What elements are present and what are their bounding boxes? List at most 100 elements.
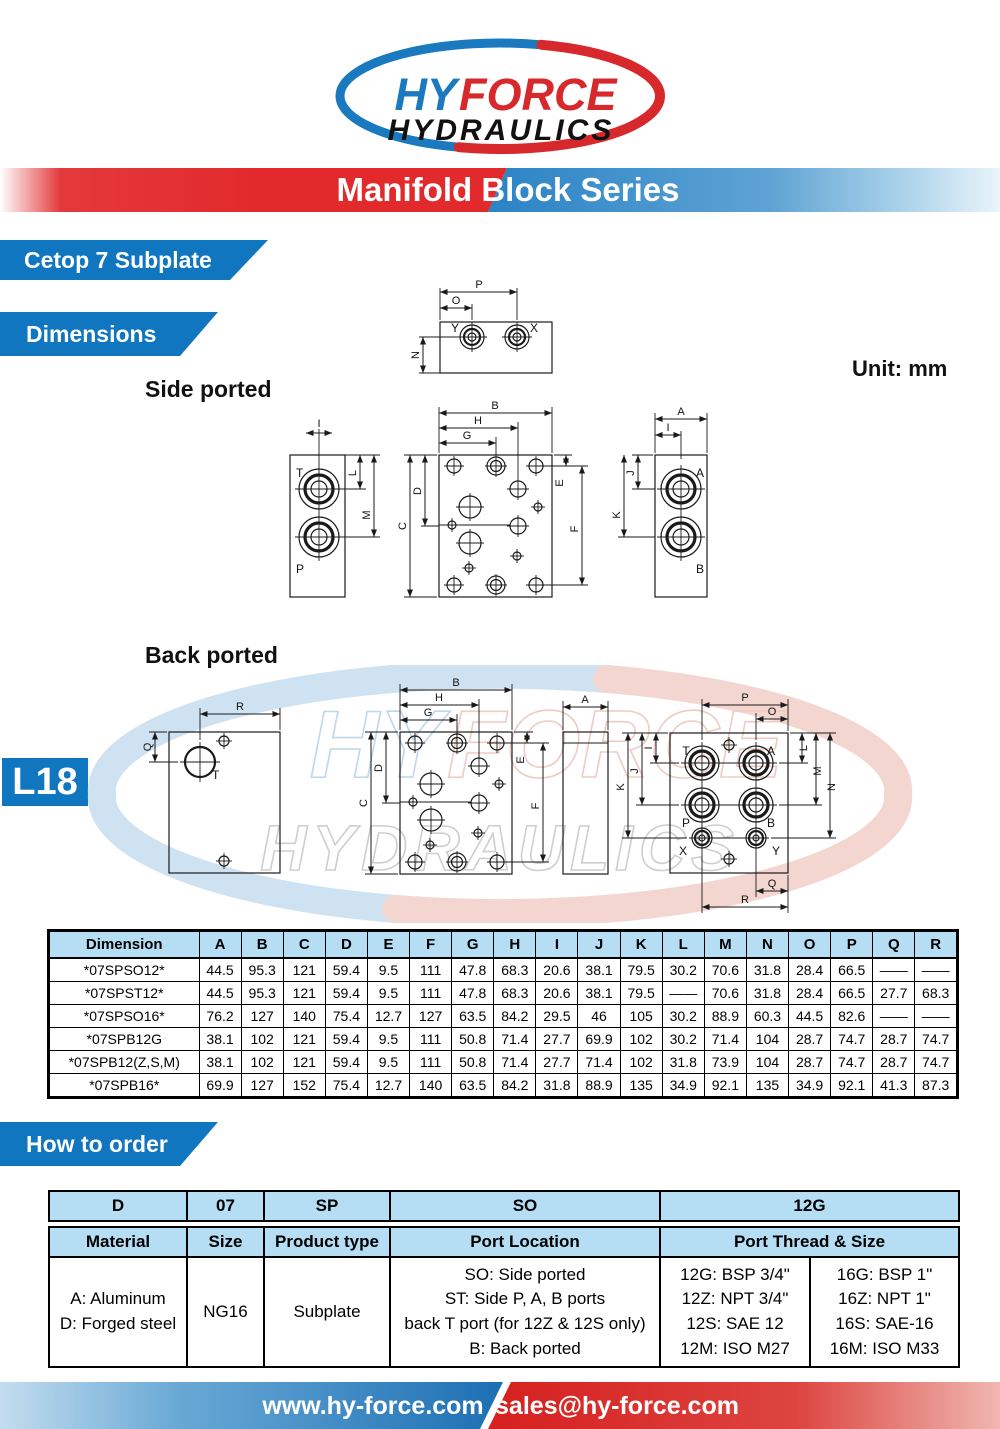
port-label-x: X xyxy=(679,844,687,858)
column-header: A xyxy=(198,930,242,959)
order-header-cell: Material xyxy=(48,1226,188,1258)
order-header-cell: Port Thread & Size xyxy=(658,1226,961,1258)
dimension-value: 44.5 xyxy=(788,1004,832,1028)
port-label-p: P xyxy=(296,562,304,576)
dimension-value: 63.5 xyxy=(451,1073,495,1098)
dimension-value: 102 xyxy=(240,1050,284,1074)
logo-text-force: FORCE xyxy=(459,69,618,120)
dimension-value: 27.7 xyxy=(535,1050,579,1074)
text-line: A: Aluminum xyxy=(70,1289,166,1309)
section-ribbon-how-to-order: How to order xyxy=(0,1122,218,1166)
dimension-value: 28.4 xyxy=(788,981,832,1005)
text-line: ST: Side P, A, B ports xyxy=(444,1289,606,1309)
banner-title: Manifold Block Series xyxy=(337,171,680,208)
dim-label-h: H xyxy=(435,692,443,704)
unit-label: Unit: mm xyxy=(852,356,948,381)
dimension-value: 140 xyxy=(282,1004,326,1028)
dimension-value: 38.1 xyxy=(577,981,621,1005)
section-ribbon-cetop: Cetop 7 Subplate xyxy=(0,240,268,280)
side-ported-views-drawing: I L M T P B H G C D E F xyxy=(289,400,708,598)
column-header: L xyxy=(661,930,705,959)
column-header: E xyxy=(366,930,411,959)
dimension-value: 74.7 xyxy=(830,1027,874,1051)
dimension-value: 121 xyxy=(282,957,326,982)
banner-blue-segment xyxy=(488,168,1000,212)
port-label-t: T xyxy=(212,768,220,782)
ribbon-label: How to order xyxy=(26,1130,168,1157)
text-line: back T port (for 12Z & 12S only) xyxy=(404,1314,646,1333)
order-code-row: D 07 SP SO 12G xyxy=(48,1190,960,1222)
dimension-value: 73.9 xyxy=(703,1050,747,1074)
dim-label-q: Q xyxy=(142,742,154,751)
dimension-value: 135 xyxy=(619,1073,663,1098)
dimension-value: 95.3 xyxy=(240,981,284,1005)
dimension-value: 68.3 xyxy=(493,981,537,1005)
dimension-value: 111 xyxy=(409,981,453,1005)
row-label: *07SPSO16* xyxy=(48,1004,200,1028)
dim-label-l: L xyxy=(347,470,359,476)
dimension-value: 102 xyxy=(619,1027,663,1051)
order-product-type-cell: Subplate xyxy=(263,1256,391,1368)
dimension-value: 75.4 xyxy=(324,1073,368,1098)
row-label: *07SPB12(Z,S,M) xyxy=(48,1050,200,1074)
order-code-cell: SP xyxy=(263,1190,391,1222)
dimension-value: 79.5 xyxy=(619,957,663,982)
watermark-hy: HY xyxy=(310,691,451,798)
row-label: *07SPB12G xyxy=(48,1027,200,1051)
dim-label-f: F xyxy=(569,525,581,532)
port-label-t: T xyxy=(296,466,304,480)
dim-label-g: G xyxy=(424,707,433,719)
text-line: 16S: SAE-16 xyxy=(835,1314,934,1333)
port-label-y: Y xyxy=(772,844,780,858)
dimension-value: 9.5 xyxy=(366,981,411,1005)
dimension-value: 66.5 xyxy=(830,981,874,1005)
logo-ellipse-blue xyxy=(335,38,546,152)
dimension-value: 59.4 xyxy=(324,1050,368,1074)
dimension-value: 30.2 xyxy=(661,1004,705,1028)
dimension-value: 46 xyxy=(577,1004,621,1028)
side-ported-heading: Side ported xyxy=(145,376,272,402)
column-header: I xyxy=(535,930,579,959)
dimension-value: 104 xyxy=(745,1050,790,1074)
dim-label-m: M xyxy=(361,510,373,519)
port-label-b: B xyxy=(696,562,704,576)
dimension-value: —— xyxy=(914,957,958,982)
dimension-value: 20.6 xyxy=(535,957,579,982)
dimension-value: 59.4 xyxy=(324,1027,368,1051)
order-code-cell: 07 xyxy=(186,1190,265,1222)
dim-label-c: C xyxy=(397,522,409,530)
dimension-value: 105 xyxy=(619,1004,663,1028)
dimension-value: 104 xyxy=(745,1027,790,1051)
text-line: B: Back ported xyxy=(469,1338,581,1358)
dimension-value: 50.8 xyxy=(451,1050,495,1074)
port-label-a: A xyxy=(767,744,775,758)
dim-label-l: L xyxy=(798,745,810,751)
dimension-value: 68.3 xyxy=(914,981,958,1005)
column-header: M xyxy=(703,930,747,959)
ribbon-label: Dimensions xyxy=(26,320,157,347)
dimension-value: 121 xyxy=(282,1027,326,1051)
dimension-value: 31.8 xyxy=(661,1050,705,1074)
dimension-value: 121 xyxy=(282,1050,326,1074)
dim-label-i: I xyxy=(666,422,669,434)
column-header: D xyxy=(324,930,368,959)
dimension-value: 88.9 xyxy=(703,1004,747,1028)
dim-label-d: D xyxy=(373,764,385,772)
dimension-value: 28.7 xyxy=(872,1027,916,1051)
dimension-value: 31.8 xyxy=(535,1073,579,1098)
port-label-b: B xyxy=(767,816,775,830)
footer-website: www.hy-force.com xyxy=(261,1392,483,1420)
dimension-value: 76.2 xyxy=(198,1004,242,1028)
dim-label-o: O xyxy=(768,706,777,718)
dim-label-i: I xyxy=(317,418,320,430)
dimension-value: 44.5 xyxy=(198,981,242,1005)
dimension-value: 88.9 xyxy=(577,1073,621,1098)
